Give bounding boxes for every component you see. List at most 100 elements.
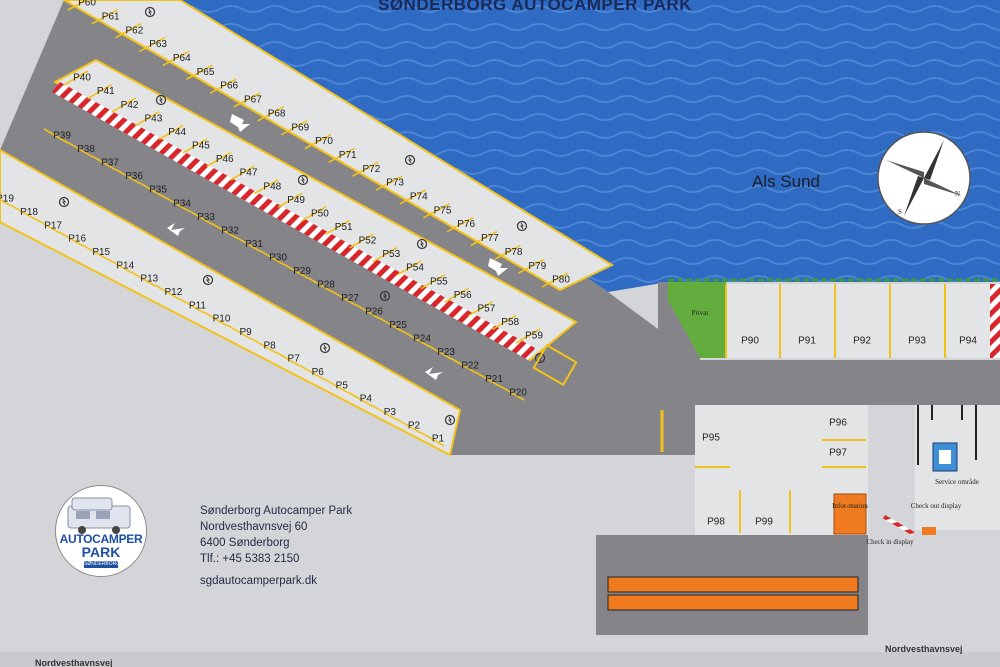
spot-label: P45 <box>192 141 210 152</box>
spot-label: P13 <box>140 274 158 285</box>
spot-label: P75 <box>434 205 452 216</box>
spot-label: P46 <box>216 154 234 165</box>
spot-label: P67 <box>244 95 262 106</box>
spot-divider <box>111 97 136 113</box>
ev-charger-icon <box>62 198 66 206</box>
service-station: Service område Check out display Check i… <box>866 405 1000 546</box>
spot-label: P80 <box>552 275 570 286</box>
spot-divider <box>304 133 332 150</box>
arrow-icon <box>167 114 508 380</box>
spot-divider <box>468 301 493 317</box>
spot-divider <box>163 195 189 212</box>
spot-label: P71 <box>339 150 357 161</box>
spot-label: P20 <box>509 388 527 399</box>
spot-label: P60 <box>78 0 96 9</box>
ev-charger-icon <box>534 352 546 364</box>
contact-name: Sønderborg Autocamper Park <box>200 505 353 517</box>
ev-charger-icon <box>159 96 163 104</box>
spot-label: P31 <box>245 239 263 250</box>
spot-divider <box>420 273 446 290</box>
info-label: Infor-mation <box>832 502 868 510</box>
spot-divider <box>253 178 279 195</box>
contact-website-link[interactable]: sgdautocamperpark.dk <box>200 575 317 587</box>
spot-divider <box>352 161 379 177</box>
spot-divider <box>444 287 470 303</box>
spot-label: P53 <box>382 249 400 260</box>
spot-divider <box>515 328 541 344</box>
privat-area: Privat <box>668 282 726 358</box>
spot-label: P99 <box>755 517 773 528</box>
spot-divider <box>323 377 349 394</box>
spot-divider <box>379 317 405 334</box>
spot-label: P64 <box>173 53 191 64</box>
ev-charger-icon <box>202 274 214 286</box>
spot-divider <box>325 219 351 236</box>
spot-label: P68 <box>268 108 286 119</box>
spot-divider <box>227 324 252 341</box>
spot-label: P30 <box>269 252 287 263</box>
ev-charger-icon <box>379 290 391 302</box>
bottom-lot <box>607 576 859 611</box>
spot-label: P97 <box>829 448 847 459</box>
spot-divider <box>396 260 422 276</box>
spot-divider <box>349 233 374 249</box>
spot-divider <box>427 344 453 361</box>
spot-label: P37 <box>101 158 119 169</box>
spot-divider <box>375 175 403 191</box>
spot-divider <box>115 22 142 39</box>
spot-label: P25 <box>389 320 407 331</box>
spot-label: P63 <box>149 39 167 50</box>
spot-label: P14 <box>116 260 134 271</box>
spot-divider <box>130 271 156 287</box>
spot-label: P9 <box>239 327 252 338</box>
spot-divider <box>331 290 357 307</box>
contact-phone: Tlf.: +45 5383 2150 <box>200 553 300 565</box>
spot-label: P18 <box>20 207 38 218</box>
ev-charger-icon <box>301 176 305 184</box>
spot-label: P72 <box>363 164 381 175</box>
ev-charger-icon <box>404 154 416 166</box>
spot-label: P54 <box>406 263 424 274</box>
logo-line1: AUTOCAMPER <box>59 532 143 546</box>
parking-spots: P60P61P62P63P64P65P66P67P68P69P70P71P72P… <box>0 0 862 492</box>
spot-label: P91 <box>798 336 816 347</box>
spot-label: P15 <box>92 247 110 258</box>
spot-divider <box>355 304 381 320</box>
spot-label: P36 <box>125 171 143 182</box>
spot-label: P79 <box>528 261 546 272</box>
spot-divider <box>67 141 93 158</box>
ev-charger-icon <box>383 292 387 300</box>
water-area <box>180 0 1000 292</box>
spot-label: P73 <box>386 178 404 189</box>
spot-divider <box>283 263 309 279</box>
spot-label: P35 <box>149 185 167 196</box>
spot-label: P74 <box>410 192 428 203</box>
spot-divider <box>491 314 517 331</box>
spot-label: P17 <box>44 220 62 231</box>
spot-divider <box>328 147 356 164</box>
ev-charger-icon <box>444 414 456 426</box>
spot-label: P55 <box>430 276 448 287</box>
spot-divider <box>470 230 498 247</box>
spot-label: P22 <box>461 361 479 372</box>
spot-label: P1 <box>432 434 445 445</box>
information-box <box>833 493 867 535</box>
road-label-left: Nordvesthavnsvej <box>35 658 113 667</box>
spot-label: P59 <box>525 331 543 342</box>
spot-label: P96 <box>829 418 847 429</box>
spot-label: P19 <box>0 194 14 205</box>
spot-divider <box>277 192 303 208</box>
spot-divider <box>499 385 525 401</box>
spot-label: P93 <box>908 336 926 347</box>
spot-label: P39 <box>53 131 71 142</box>
map-title: SØNDERBORG AUTOCAMPER PARK <box>378 0 692 14</box>
spot-divider <box>211 222 237 239</box>
spot-label: P10 <box>213 314 231 325</box>
spot-divider <box>158 124 184 141</box>
spot-label: P49 <box>287 195 305 206</box>
spot-divider <box>494 244 521 261</box>
spot-divider <box>82 244 108 261</box>
checkout-label: Check out display <box>911 502 962 510</box>
ev-charger-icon <box>416 238 428 250</box>
